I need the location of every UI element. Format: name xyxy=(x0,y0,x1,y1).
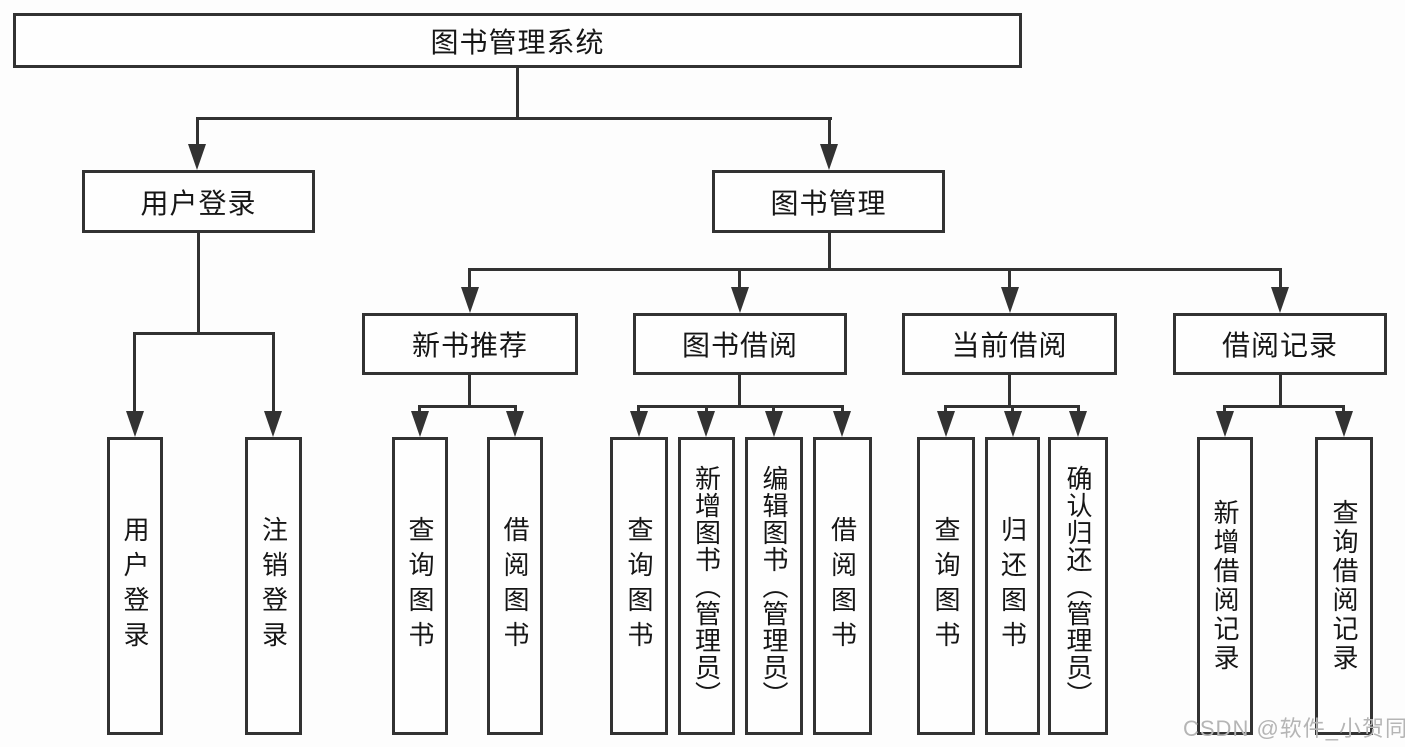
arrow-down-icon xyxy=(1001,287,1019,313)
arrow-down-icon xyxy=(411,411,429,437)
node-label: 查询借阅记录 xyxy=(1329,499,1359,673)
arrow-down-icon xyxy=(731,287,749,313)
node-leaf-query-book-3: 查询图书 xyxy=(917,437,975,735)
connector-line xyxy=(468,268,471,296)
connector-line xyxy=(133,332,136,417)
arrow-down-icon xyxy=(1335,411,1353,437)
node-label: 确认归还（管理员） xyxy=(1063,464,1093,708)
arrow-down-icon xyxy=(1069,411,1087,437)
node-leaf-logout: 注销登录 xyxy=(245,437,302,735)
connector-line xyxy=(272,332,275,417)
node-leaf-query-borrow-record: 查询借阅记录 xyxy=(1315,437,1373,735)
connector-line xyxy=(738,268,741,296)
arrow-down-icon xyxy=(937,411,955,437)
node-leaf-add-borrow-record: 新增借阅记录 xyxy=(1197,437,1253,735)
connector-line xyxy=(468,268,1282,271)
connector-line xyxy=(516,68,519,118)
node-book-management: 图书管理 xyxy=(712,170,945,233)
arrow-down-icon xyxy=(506,411,524,437)
arrow-down-icon xyxy=(188,144,206,170)
node-label: 借阅图书 xyxy=(827,516,858,656)
node-user-login: 用户登录 xyxy=(82,170,315,233)
connector-line xyxy=(196,117,199,151)
node-label: 查询图书 xyxy=(405,516,435,656)
node-label: 查询图书 xyxy=(624,516,654,656)
node-book-borrow: 图书借阅 xyxy=(633,313,847,375)
node-new-book-recommend: 新书推荐 xyxy=(362,313,578,375)
connector-line xyxy=(133,332,275,335)
node-label: 借阅记录 xyxy=(1221,330,1338,361)
node-label: 图书管理 xyxy=(770,187,887,219)
node-leaf-edit-book-admin: 编辑图书（管理员） xyxy=(745,437,803,735)
connector-line xyxy=(637,405,844,408)
arrow-down-icon xyxy=(461,287,479,313)
connector-line xyxy=(738,375,741,407)
connector-line xyxy=(828,233,831,270)
node-leaf-confirm-return-admin: 确认归还（管理员） xyxy=(1048,437,1108,735)
node-label: 新增图书（管理员） xyxy=(691,464,722,708)
connector-line xyxy=(1008,375,1011,407)
arrow-down-icon xyxy=(630,411,648,437)
node-label: 归还图书 xyxy=(997,516,1028,656)
node-leaf-return-book: 归还图书 xyxy=(985,437,1040,735)
node-label: 新增借阅记录 xyxy=(1210,499,1240,673)
node-borrow-records: 借阅记录 xyxy=(1173,313,1387,375)
watermark: CSDN @软件_小贺同学 xyxy=(1183,716,1405,741)
arrow-down-icon xyxy=(820,144,838,170)
node-label: 当前借阅 xyxy=(951,330,1068,361)
connector-line xyxy=(828,117,831,151)
node-current-borrow: 当前借阅 xyxy=(902,313,1117,375)
connector-line xyxy=(196,117,832,120)
connector-line xyxy=(1279,268,1282,296)
arrow-down-icon xyxy=(697,411,715,437)
connector-line xyxy=(468,375,471,407)
node-leaf-query-book-1: 查询图书 xyxy=(392,437,448,735)
node-label: 新书推荐 xyxy=(411,330,528,361)
node-leaf-user-login: 用户登录 xyxy=(107,437,163,735)
node-leaf-borrow-book-2: 借阅图书 xyxy=(813,437,872,735)
node-leaf-add-book-admin: 新增图书（管理员） xyxy=(678,437,735,735)
node-label: 查询图书 xyxy=(931,516,961,656)
node-label: 借阅图书 xyxy=(500,516,530,656)
node-label: 图书管理系统 xyxy=(430,26,605,58)
node-label: 图书借阅 xyxy=(681,330,798,361)
arrow-down-icon xyxy=(1216,411,1234,437)
arrow-down-icon xyxy=(765,411,783,437)
node-root: 图书管理系统 xyxy=(13,13,1022,68)
arrow-down-icon xyxy=(1271,287,1289,313)
arrow-down-icon xyxy=(126,411,144,437)
connector-line xyxy=(1279,375,1282,407)
node-label: 用户登录 xyxy=(120,516,150,656)
connector-line xyxy=(418,405,517,408)
node-label: 用户登录 xyxy=(140,187,257,219)
connector-line xyxy=(197,233,200,334)
connector-line xyxy=(1223,405,1345,408)
node-leaf-borrow-book-1: 借阅图书 xyxy=(487,437,543,735)
node-label: 注销登录 xyxy=(258,516,289,656)
arrow-down-icon xyxy=(1004,411,1022,437)
arrow-down-icon xyxy=(833,411,851,437)
node-leaf-query-book-2: 查询图书 xyxy=(610,437,668,735)
arrow-down-icon xyxy=(264,411,282,437)
connector-line xyxy=(1008,268,1011,296)
node-label: 编辑图书（管理员） xyxy=(759,464,789,708)
